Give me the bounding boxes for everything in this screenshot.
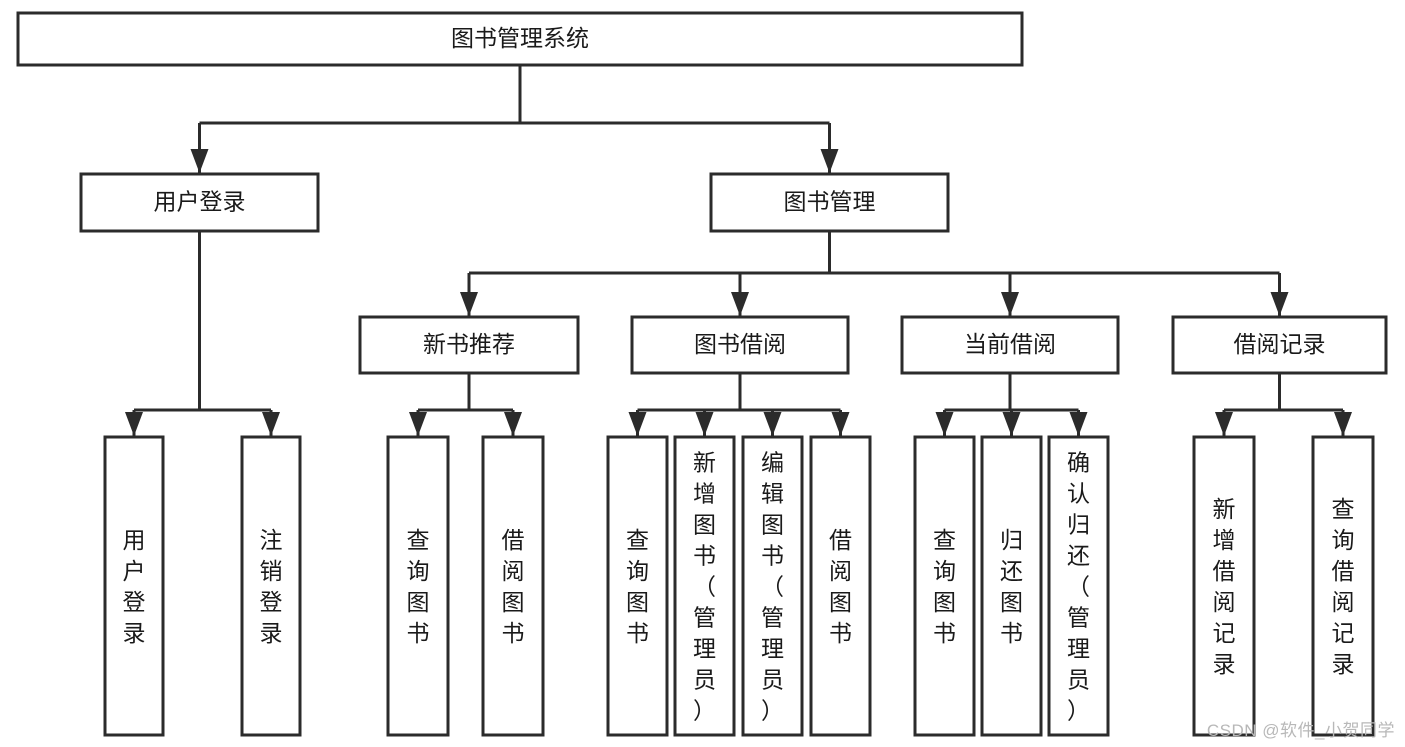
arrowhead-icon xyxy=(125,412,143,436)
arrowhead-icon xyxy=(1334,412,1352,436)
arrowhead-icon xyxy=(409,412,427,436)
node-leaf-edit-book[interactable]: 编辑图书（管理员） xyxy=(741,435,804,737)
node-label: 新增借阅记录 xyxy=(1213,496,1236,677)
node-root-root[interactable]: 图书管理系统 xyxy=(16,11,1024,67)
arrowhead-icon xyxy=(1069,412,1088,436)
node-label: 图书管理系统 xyxy=(451,25,589,51)
node-leaf-borrow-book[interactable]: 借阅图书 xyxy=(809,435,872,737)
node-leaf-user-logout[interactable]: 注销登录 xyxy=(240,435,302,737)
node-box[interactable] xyxy=(809,435,872,737)
node-label: 借阅记录 xyxy=(1234,331,1326,357)
node-label: 查询图书 xyxy=(933,527,956,646)
arrowhead-icon xyxy=(935,412,954,436)
node-box[interactable] xyxy=(630,315,850,375)
node-label: 当前借阅 xyxy=(964,331,1056,357)
node-book-borrow[interactable]: 图书借阅 xyxy=(630,315,850,375)
node-label: 查询借阅记录 xyxy=(1332,496,1355,677)
node-label: 用户登录 xyxy=(154,189,246,215)
node-leaf-query-books-borrow[interactable]: 查询图书 xyxy=(606,435,669,737)
node-label: 注销登录 xyxy=(260,527,283,646)
arrowhead-icon xyxy=(1002,412,1021,436)
node-leaf-user-login[interactable]: 用户登录 xyxy=(103,435,165,737)
node-new-book-recommend[interactable]: 新书推荐 xyxy=(358,315,580,375)
node-label: 查询图书 xyxy=(626,527,649,646)
node-box[interactable] xyxy=(673,435,736,737)
node-leaf-borrow-books-rec[interactable]: 借阅图书 xyxy=(481,435,545,737)
arrowhead-icon xyxy=(1270,292,1289,316)
node-box[interactable] xyxy=(606,435,669,737)
arrowhead-icon xyxy=(731,292,749,316)
node-label: 图书管理 xyxy=(784,189,876,215)
node-box[interactable] xyxy=(913,435,976,737)
node-label: 新增图书（管理员） xyxy=(693,450,716,724)
arrowhead-icon xyxy=(460,292,478,316)
arrowhead-icon xyxy=(190,149,209,173)
node-box[interactable] xyxy=(79,172,320,233)
node-box[interactable] xyxy=(1171,315,1388,375)
node-label: 编辑图书（管理员） xyxy=(761,450,784,724)
node-leaf-query-borrow-record[interactable]: 查询借阅记录 xyxy=(1311,435,1375,737)
arrowhead-icon xyxy=(695,412,714,436)
node-label: 归还图书 xyxy=(1000,527,1023,646)
node-current-borrow[interactable]: 当前借阅 xyxy=(900,315,1120,375)
node-box[interactable] xyxy=(900,315,1120,375)
node-leaf-query-books-rec[interactable]: 查询图书 xyxy=(386,435,450,737)
node-box[interactable] xyxy=(980,435,1043,737)
node-box[interactable] xyxy=(240,435,302,737)
arrowhead-icon xyxy=(262,412,280,436)
node-box[interactable] xyxy=(741,435,804,737)
node-leaf-add-book[interactable]: 新增图书（管理员） xyxy=(673,435,736,737)
arrowhead-icon xyxy=(504,412,522,436)
node-box[interactable] xyxy=(1192,435,1256,737)
node-leaf-confirm-return[interactable]: 确认归还（管理员） xyxy=(1047,435,1110,737)
arrowhead-icon xyxy=(1001,292,1019,316)
node-label: 新书推荐 xyxy=(423,331,515,357)
connectors-layer xyxy=(125,65,1352,436)
node-label: 用户登录 xyxy=(123,527,146,646)
node-box[interactable] xyxy=(358,315,580,375)
node-user-login[interactable]: 用户登录 xyxy=(79,172,320,233)
arrowhead-icon xyxy=(628,412,647,436)
node-box[interactable] xyxy=(103,435,165,737)
arrowhead-icon xyxy=(1215,412,1233,436)
arrowhead-icon xyxy=(820,149,839,173)
arrowhead-icon xyxy=(763,412,782,436)
node-box[interactable] xyxy=(709,172,950,233)
node-box[interactable] xyxy=(1047,435,1110,737)
node-box[interactable] xyxy=(16,11,1024,67)
node-label: 图书借阅 xyxy=(694,331,786,357)
node-borrow-records[interactable]: 借阅记录 xyxy=(1171,315,1388,375)
node-label: 查询图书 xyxy=(407,527,430,646)
node-box[interactable] xyxy=(1311,435,1375,737)
arrowhead-icon xyxy=(831,412,850,436)
node-leaf-return-book[interactable]: 归还图书 xyxy=(980,435,1043,737)
node-label: 借阅图书 xyxy=(502,527,525,646)
node-label: 确认归还（管理员） xyxy=(1067,450,1090,724)
node-book-management[interactable]: 图书管理 xyxy=(709,172,950,233)
nodes-layer: 图书管理系统用户登录图书管理新书推荐图书借阅当前借阅借阅记录用户登录注销登录查询… xyxy=(16,11,1388,737)
node-label: 借阅图书 xyxy=(829,527,852,646)
node-box[interactable] xyxy=(386,435,450,737)
node-leaf-add-borrow-record[interactable]: 新增借阅记录 xyxy=(1192,435,1256,737)
node-box[interactable] xyxy=(481,435,545,737)
node-leaf-query-books-current[interactable]: 查询图书 xyxy=(913,435,976,737)
